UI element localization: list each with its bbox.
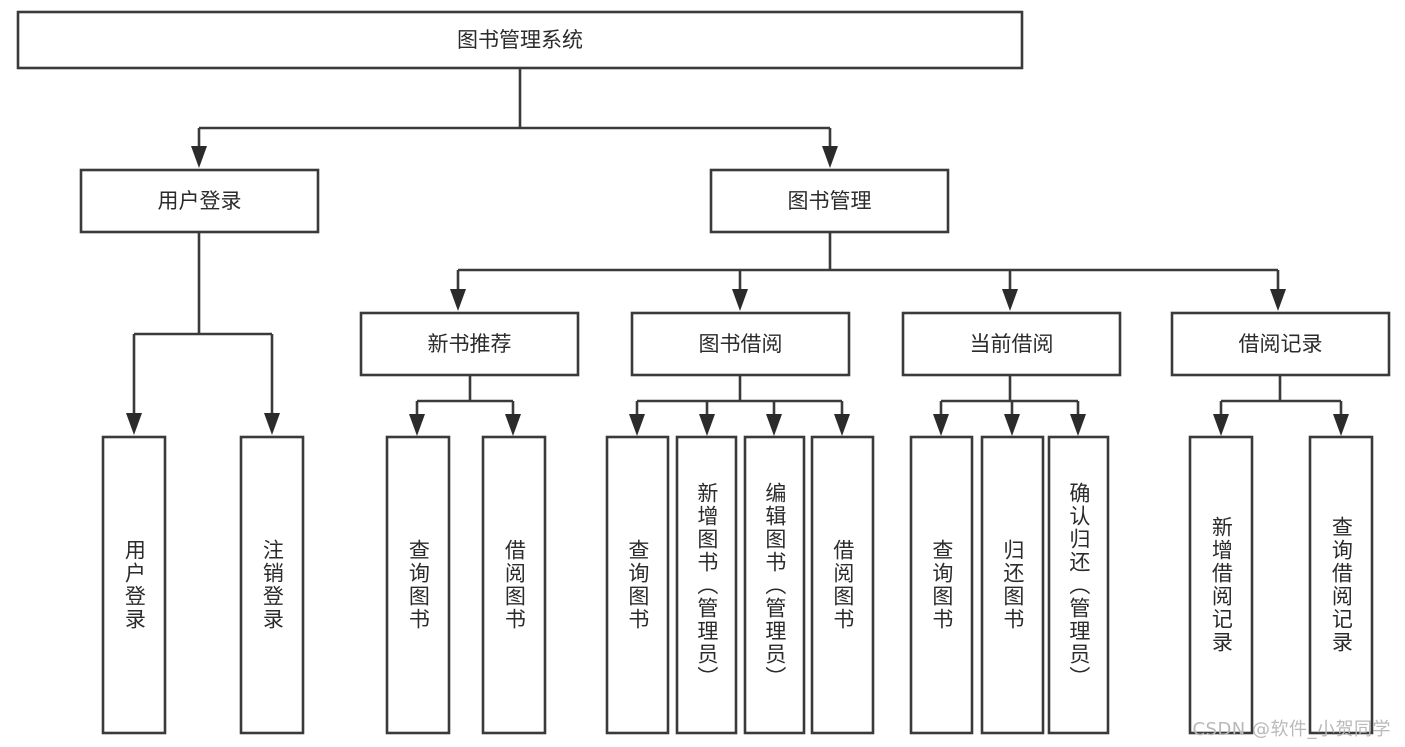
node-box-leaf-borrow-book-borrow[interactable] — [810, 435, 875, 735]
node-label-book-borrow: 图书借阅 — [699, 332, 783, 356]
node-box-user-login[interactable] — [79, 168, 320, 234]
arrow-current-borrow-icon — [1002, 289, 1018, 311]
arrow-leaf-nb1-icon — [409, 414, 425, 436]
node-box-leaf-borrow-book-recommend[interactable] — [481, 435, 547, 735]
arrow-leaf-cb1-icon — [933, 414, 949, 436]
arrow-leaf-br1-icon — [1213, 414, 1229, 436]
arrow-leaf-cb2-icon — [1004, 414, 1020, 436]
node-boxes-group — [16, 10, 1391, 735]
node-box-leaf-add-book-admin[interactable] — [675, 435, 738, 735]
node-box-leaf-query-book-recommend[interactable] — [385, 435, 451, 735]
node-box-leaf-query-book-current[interactable] — [909, 435, 974, 735]
node-box-leaf-confirm-return-admin[interactable] — [1047, 435, 1110, 735]
node-box-leaf-logout-login[interactable] — [239, 435, 305, 735]
arrow-leaf-nb2-icon — [505, 414, 521, 436]
arrow-leaf-bb1-icon — [629, 414, 645, 436]
arrow-user-login-icon — [191, 146, 207, 168]
arrow-borrow-record-icon — [1270, 289, 1286, 311]
arrow-book-borrow-icon — [732, 289, 748, 311]
node-box-leaf-add-borrow-record[interactable] — [1188, 435, 1254, 735]
arrow-leaf-user-login-icon — [126, 413, 142, 435]
node-label-new-book-recommend: 新书推荐 — [428, 332, 512, 356]
node-label-current-borrow: 当前借阅 — [970, 332, 1054, 356]
arrow-leaf-br2-icon — [1333, 414, 1349, 436]
node-box-book-management[interactable] — [709, 168, 950, 234]
arrow-book-management-icon — [822, 146, 838, 168]
arrow-leaf-bb3-icon — [766, 414, 782, 436]
node-box-borrow-record[interactable] — [1170, 311, 1391, 377]
node-box-leaf-query-book-borrow[interactable] — [605, 435, 670, 735]
arrowheads-group — [126, 146, 1349, 436]
node-box-book-borrow[interactable] — [630, 311, 851, 377]
watermark-text: CSDN @软件_小贺同学 — [1192, 719, 1391, 740]
node-box-leaf-query-borrow-record[interactable] — [1308, 435, 1374, 735]
arrow-leaf-bb4-icon — [834, 414, 850, 436]
node-label-borrow-record: 借阅记录 — [1239, 332, 1323, 356]
node-label-root: 图书管理系统 — [457, 28, 583, 52]
arrow-new-book-recommend-icon — [450, 289, 466, 311]
node-box-leaf-return-book[interactable] — [980, 435, 1045, 735]
node-box-leaf-user-login[interactable] — [101, 435, 167, 735]
arrow-leaf-logout-login-icon — [264, 413, 280, 435]
node-label-book-management: 图书管理 — [788, 189, 872, 213]
node-box-new-book-recommend[interactable] — [359, 311, 580, 377]
node-box-current-borrow[interactable] — [901, 311, 1122, 377]
arrow-leaf-cb3-icon — [1070, 414, 1086, 436]
node-label-user-login: 用户登录 — [158, 189, 242, 213]
arrow-leaf-bb2-icon — [699, 414, 715, 436]
node-box-leaf-edit-book-admin[interactable] — [743, 435, 806, 735]
node-box-root[interactable] — [16, 10, 1024, 70]
